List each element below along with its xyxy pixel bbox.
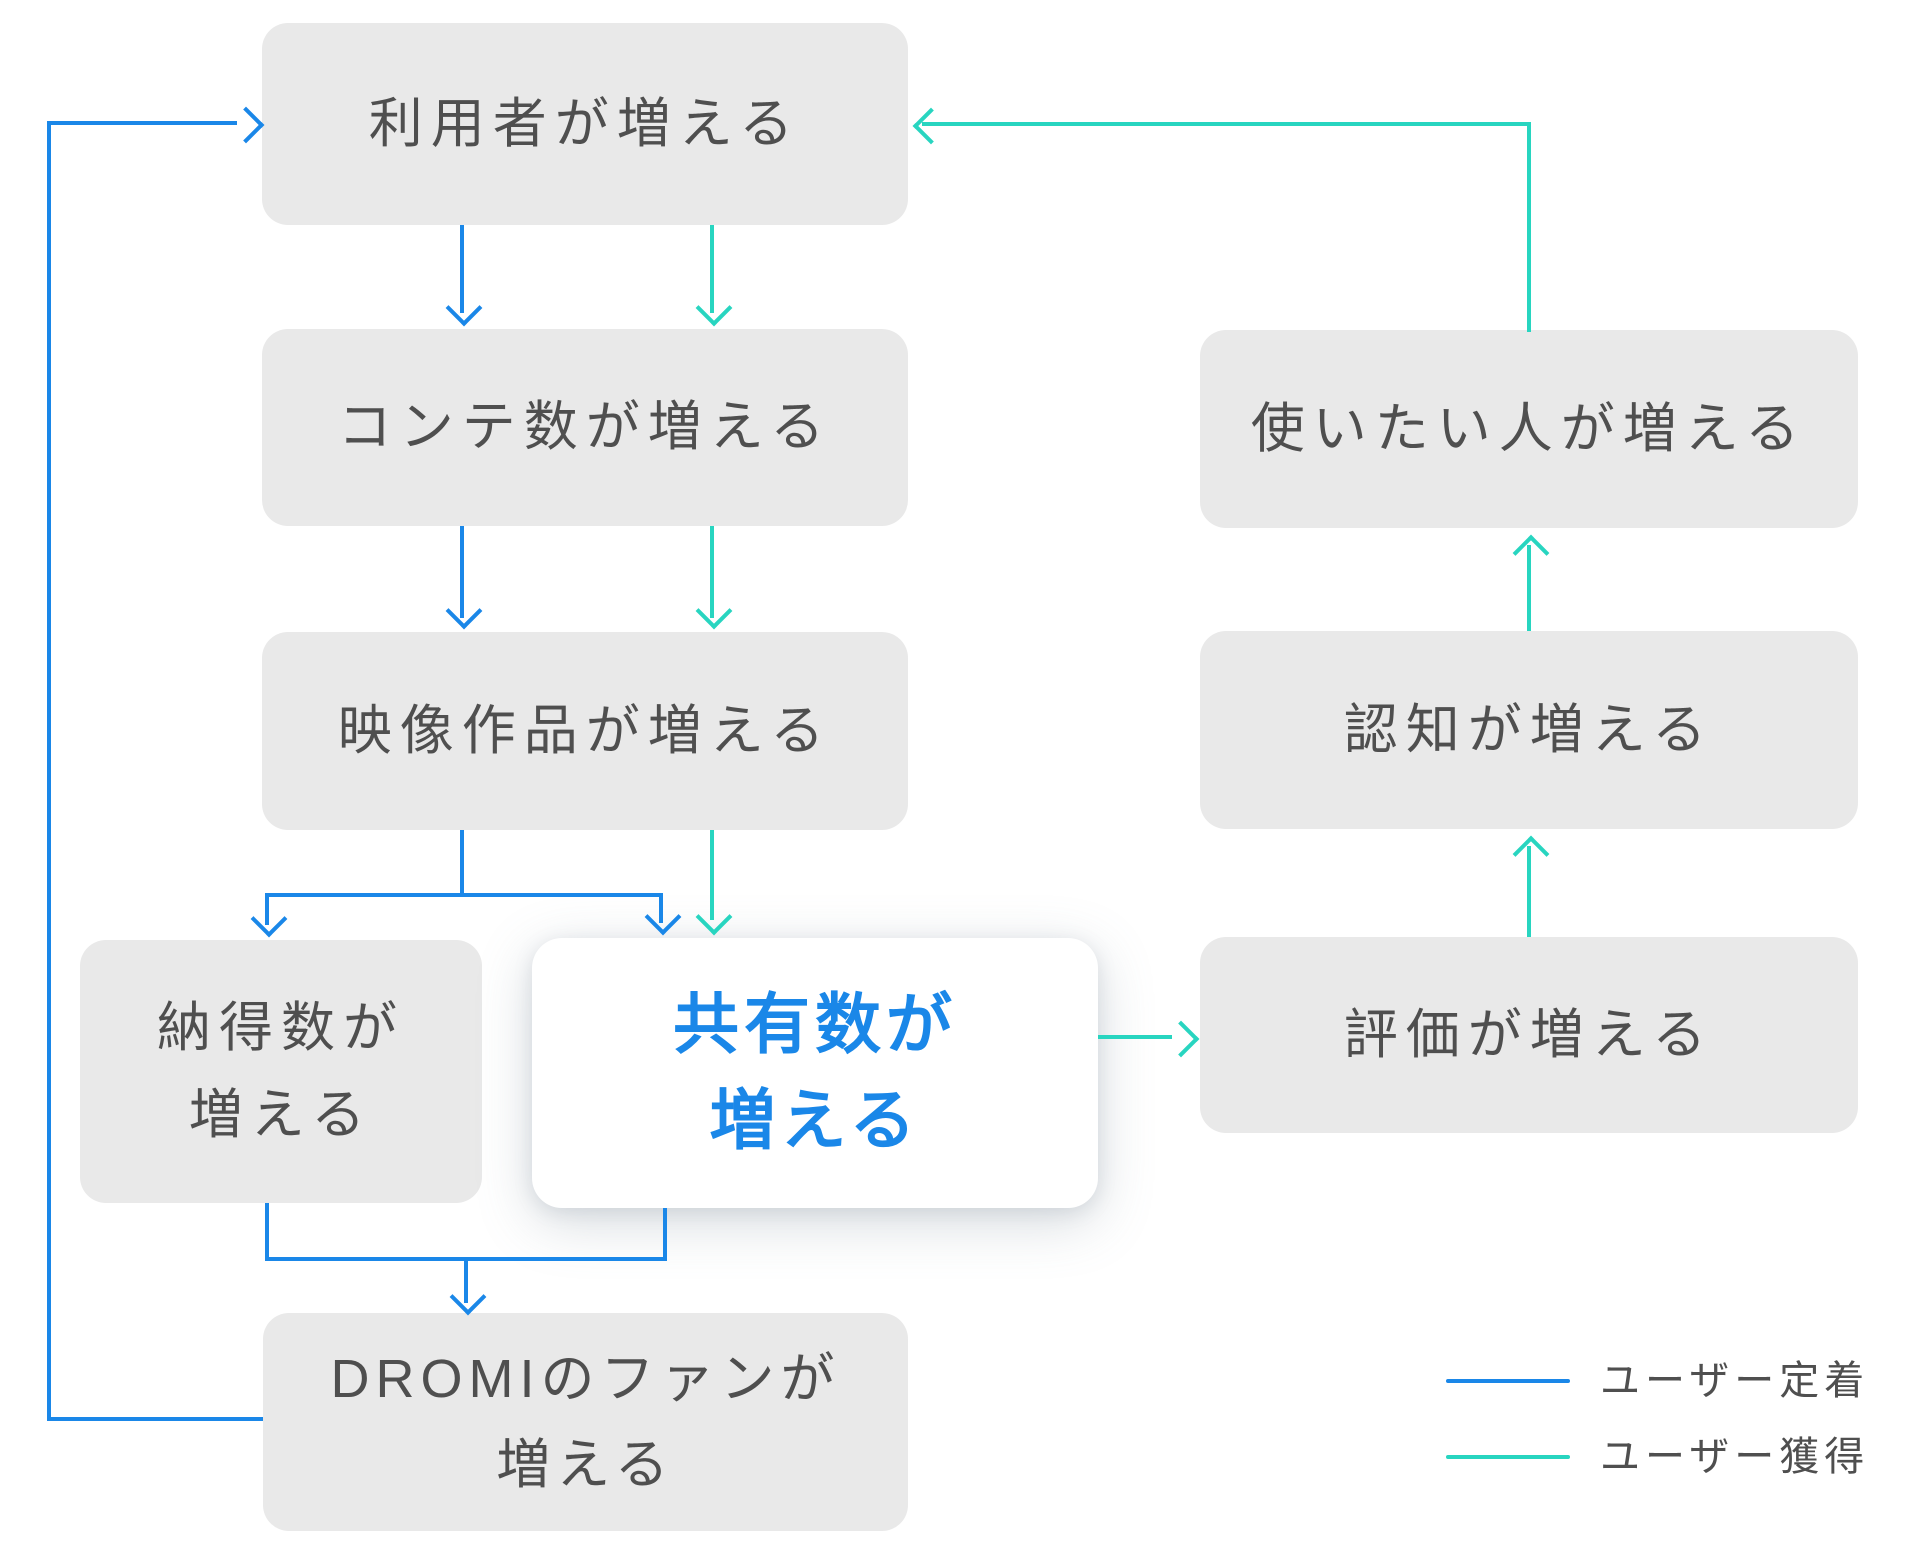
node-videos-label: 映像作品が増える bbox=[337, 700, 833, 761]
edge-users-storyboards-retention-segment bbox=[460, 225, 464, 313]
edge-shares-junction-segment bbox=[663, 1208, 667, 1261]
node-videos: 映像作品が増える bbox=[262, 632, 908, 830]
edge-fans-loop-vertical-segment bbox=[47, 121, 51, 1421]
node-shares-label-line1: 共有数が bbox=[673, 987, 957, 1062]
node-awareness: 認知が増える bbox=[1200, 631, 1858, 829]
edge-satisfaction-junction-segment bbox=[265, 1203, 269, 1261]
node-storyboards: コンテ数が増える bbox=[262, 329, 908, 526]
edge-fans-users-top-segment bbox=[47, 121, 237, 125]
arrowhead-storyboards-videos-acquisition-icon bbox=[695, 592, 733, 630]
node-reviews-label: 評価が増える bbox=[1343, 1004, 1715, 1065]
node-users-label: 利用者が増える bbox=[368, 93, 802, 154]
arrowhead-shares-reviews-icon bbox=[1162, 1020, 1200, 1058]
edge-storyboards-videos-retention-segment bbox=[460, 526, 464, 618]
node-fans: DROMIのファンが 増える bbox=[263, 1313, 908, 1531]
edge-shares-reviews-segment bbox=[1098, 1035, 1172, 1039]
arrowhead-videos-shares-acquisition-icon bbox=[695, 898, 733, 936]
legend-acquisition-label: ユーザー獲得 bbox=[1600, 1435, 1870, 1479]
edge-videos-satisfaction-segment bbox=[265, 893, 269, 925]
arrowhead-users-storyboards-acquisition-icon bbox=[695, 289, 733, 327]
legend-retention-label: ユーザー定着 bbox=[1600, 1359, 1870, 1403]
edge-want-to-use-users-top-segment bbox=[922, 122, 1531, 126]
edge-videos-branch-stem-segment bbox=[460, 830, 464, 897]
node-satisfaction-label-line2: 増える bbox=[188, 1084, 374, 1145]
arrowhead-awareness-want-to-use-icon bbox=[1512, 534, 1550, 572]
edge-want-to-use-loop-vertical-segment bbox=[1527, 122, 1531, 332]
node-satisfaction: 納得数が 増える bbox=[80, 940, 482, 1203]
edge-videos-branch-horizontal-segment bbox=[265, 893, 663, 897]
node-shares: 共有数が 増える bbox=[532, 938, 1098, 1208]
arrowhead-junction-fans-icon bbox=[449, 1278, 487, 1316]
node-fans-label-line2: 増える bbox=[496, 1435, 675, 1495]
legend-retention-line-icon bbox=[1446, 1379, 1570, 1383]
node-awareness-label: 認知が増える bbox=[1343, 699, 1715, 760]
edge-fans-loop-bottom-segment bbox=[47, 1417, 263, 1421]
edge-awareness-want-to-use-segment bbox=[1527, 545, 1531, 631]
arrowhead-fans-users-icon bbox=[227, 106, 265, 144]
node-reviews: 評価が増える bbox=[1200, 937, 1858, 1133]
edge-storyboards-videos-acquisition-segment bbox=[710, 526, 714, 618]
arrowhead-want-to-use-users-icon bbox=[912, 107, 950, 145]
edge-reviews-awareness-segment bbox=[1527, 846, 1531, 937]
arrowhead-reviews-awareness-icon bbox=[1512, 835, 1550, 873]
legend-acquisition-line-icon bbox=[1446, 1455, 1570, 1459]
arrowhead-storyboards-videos-retention-icon bbox=[445, 592, 483, 630]
edge-junction-fans-segment bbox=[464, 1257, 468, 1303]
edge-videos-shares-retention-segment bbox=[659, 893, 663, 923]
node-fans-label-line1: DROMIのファンが bbox=[330, 1348, 841, 1409]
edge-videos-shares-acquisition-segment bbox=[710, 830, 714, 920]
edge-users-storyboards-acquisition-segment bbox=[710, 225, 714, 313]
arrowhead-users-storyboards-retention-icon bbox=[445, 289, 483, 327]
node-want-to-use: 使いたい人が増える bbox=[1200, 330, 1858, 528]
node-satisfaction-label-line1: 納得数が bbox=[157, 998, 405, 1059]
node-want-to-use-label: 使いたい人が増える bbox=[1250, 398, 1808, 459]
arrowhead-videos-satisfaction-icon bbox=[250, 900, 288, 938]
node-storyboards-label: コンテ数が増える bbox=[337, 397, 833, 458]
node-users: 利用者が増える bbox=[262, 23, 908, 225]
node-shares-label-line2: 増える bbox=[709, 1083, 921, 1157]
arrowhead-videos-shares-retention-icon bbox=[644, 898, 682, 936]
